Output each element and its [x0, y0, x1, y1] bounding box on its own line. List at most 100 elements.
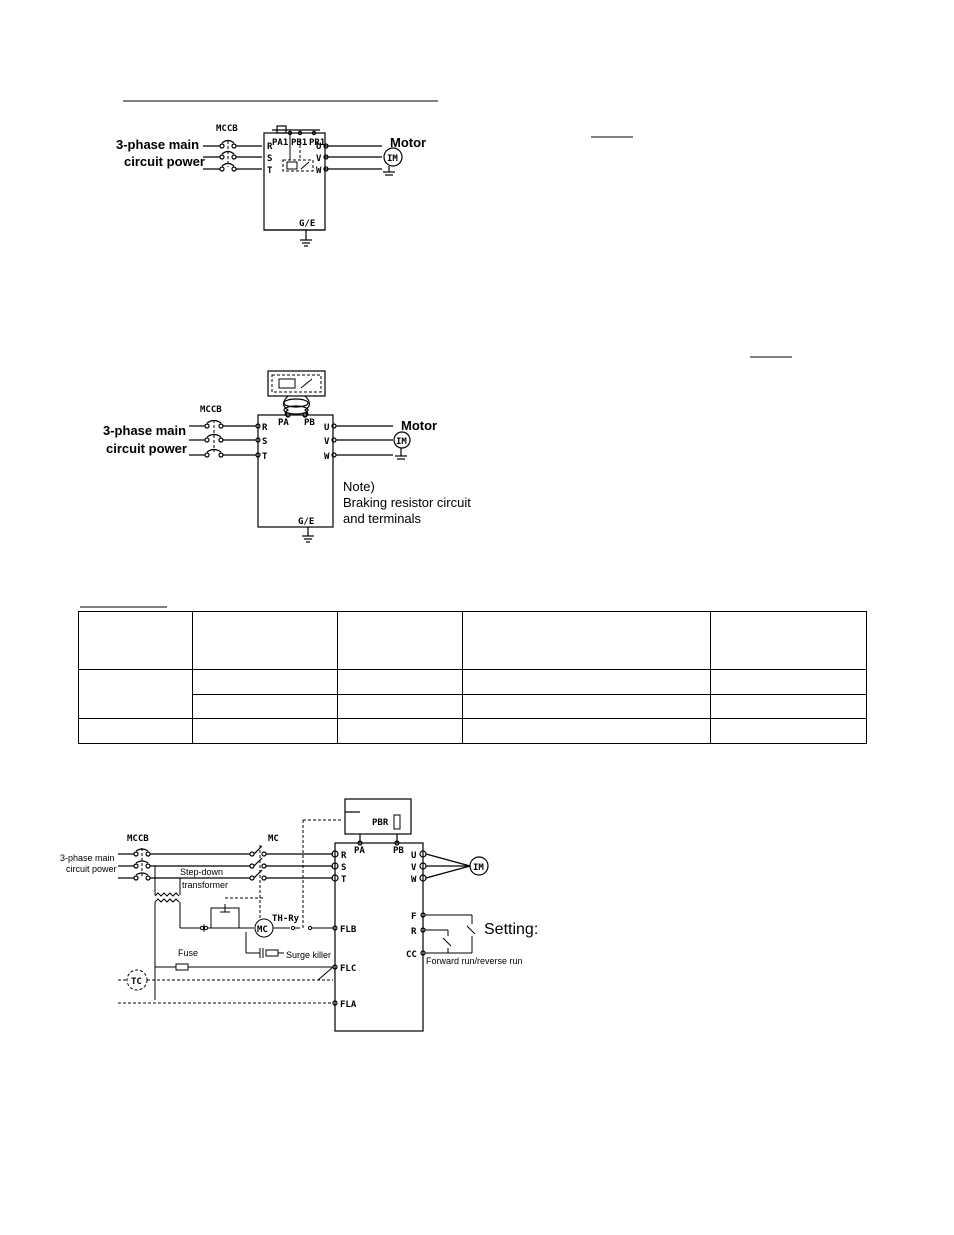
d3-pbr-resistor-icon	[393, 814, 401, 830]
d2-resistor-icon	[278, 378, 296, 389]
table-cell	[192, 611, 338, 670]
d2-term-v: V	[324, 437, 330, 447]
d1-term-t: T	[267, 166, 273, 176]
d2-motor-symbol: IM	[396, 437, 407, 447]
table-row	[79, 694, 867, 719]
table-cell	[710, 718, 867, 744]
d3-tc-label: TC	[131, 977, 142, 987]
d3-transformer-icon	[154, 892, 180, 897]
table-cell	[710, 669, 867, 695]
d2-mccb-breaker	[189, 419, 256, 458]
table-cell	[78, 669, 193, 719]
d1-term-pa1: PA1	[272, 138, 288, 148]
d1-power-label-1: 3-phase main	[116, 137, 199, 152]
d1-mccb-label: MCCB	[216, 124, 238, 134]
spec-table	[78, 611, 867, 744]
d2-ground-label: G/E	[298, 517, 314, 527]
d3-term-s: S	[341, 863, 346, 873]
d3-term-w: W	[411, 875, 417, 885]
d2-term-pb: PB	[304, 418, 315, 428]
d3-term-r: R	[341, 851, 347, 861]
table-cell	[710, 694, 867, 719]
d2-note-1: Note)	[343, 479, 375, 494]
d3-mc-label: MC	[268, 834, 279, 844]
d1-ground-label: G/E	[299, 219, 315, 229]
d3-fuse-label: Fuse	[178, 948, 198, 958]
d3-mc-contactor	[249, 845, 267, 920]
table-cell	[710, 611, 867, 670]
d3-motor-symbol: IM	[473, 863, 484, 873]
d3-fuse-icon	[175, 963, 189, 971]
table-row	[78, 669, 867, 719]
diagram-1-wiring: MCCB 3-phase main circuit power R S T PA…	[116, 124, 426, 247]
table-cell	[462, 718, 711, 744]
d2-inverter-box	[257, 414, 334, 528]
d2-note-2: Braking resistor circuit	[343, 495, 471, 510]
d2-term-u: U	[324, 423, 329, 433]
table-cell	[78, 611, 193, 670]
d3-term-r2: R	[411, 927, 417, 937]
d3-th-ry-label: TH-Ry	[272, 914, 300, 924]
d1-motor-icon	[383, 147, 403, 167]
d2-motor-icon	[393, 431, 411, 449]
d3-term-flb: FLB	[340, 925, 357, 935]
table-row	[78, 718, 867, 744]
d2-power-label-1: 3-phase main	[103, 423, 186, 438]
table-cell	[192, 669, 338, 695]
table-cell	[462, 669, 711, 695]
d3-term-pb: PB	[393, 846, 404, 856]
d1-resistor-icon	[276, 125, 287, 134]
d3-fwd-rev-label: Forward run/reverse run	[426, 956, 523, 966]
d3-pbr-box	[344, 798, 412, 835]
d3-power-label-1: 3-phase main	[60, 853, 115, 863]
d2-braking-resistor-box	[267, 370, 326, 397]
table-cell	[192, 694, 338, 719]
d2-term-t: T	[262, 452, 268, 462]
d3-fwd-rev-switches	[425, 914, 476, 954]
d2-ground-icon	[302, 535, 314, 543]
d2-power-label-2: circuit power	[106, 441, 187, 456]
table-cell	[337, 694, 463, 719]
d3-mc-coil-label: MC	[257, 925, 268, 935]
d2-note-3: and terminals	[343, 511, 422, 526]
d1-mccb-breaker	[203, 139, 262, 172]
d2-motor-label: Motor	[401, 418, 437, 433]
d3-surge-killer-label: Surge killer	[286, 950, 331, 960]
d1-term-u: U	[316, 142, 321, 152]
d1-term-s: S	[267, 154, 272, 164]
d1-braking-unit-box	[282, 159, 314, 172]
d1-term-w: W	[316, 166, 322, 176]
d2-term-s: S	[262, 437, 267, 447]
d1-power-label-2: circuit power	[124, 154, 205, 169]
d1-term-pb1: PB1	[291, 138, 307, 148]
table-cell	[78, 718, 193, 744]
d1-term-v: V	[316, 154, 322, 164]
d3-motor-icon	[469, 856, 489, 876]
diagram-2-wiring: MCCB 3-phase main circuit power R S T PA…	[103, 370, 471, 543]
d3-term-f: F	[411, 912, 416, 922]
d3-term-v: V	[411, 863, 417, 873]
d3-term-pa: PA	[354, 846, 365, 856]
table-cell	[337, 669, 463, 695]
d1-ground-icon	[300, 239, 312, 247]
d3-inverter-box	[334, 842, 424, 1032]
d3-mccb-breaker	[118, 848, 151, 881]
d3-term-cc: CC	[406, 950, 417, 960]
d3-step-down-1: Step-down	[180, 867, 223, 877]
d1-term-pr1: PR1	[309, 138, 325, 148]
diagram-3-wiring: MCCB MC 3-phase main circuit power Step-…	[60, 798, 538, 1032]
d2-term-r: R	[262, 423, 268, 433]
table-header-row	[78, 611, 867, 670]
d3-term-flc: FLC	[340, 964, 356, 974]
d3-term-fla: FLA	[340, 1000, 357, 1010]
table-cell	[337, 611, 463, 670]
d3-pbr-label: PBR	[372, 818, 389, 828]
d1-motor-label: Motor	[390, 135, 426, 150]
d2-term-w: W	[324, 452, 330, 462]
d3-setting-label: Setting:	[484, 921, 538, 938]
d1-term-r: R	[267, 142, 273, 152]
table-cell	[192, 718, 338, 744]
d2-term-pa: PA	[278, 418, 289, 428]
d1-motor-symbol: IM	[387, 154, 398, 164]
